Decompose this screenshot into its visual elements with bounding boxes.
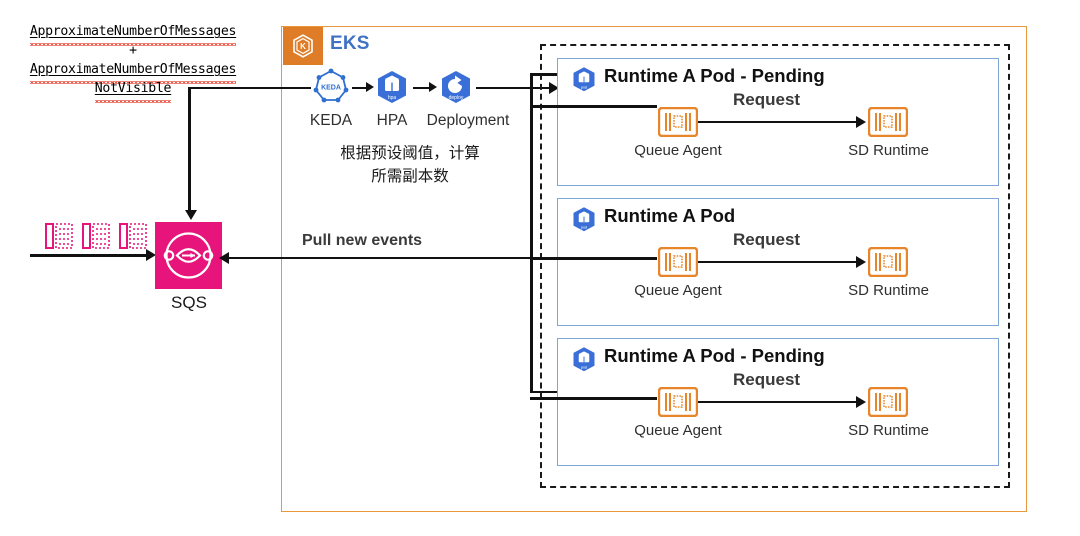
request-label: Request [733, 230, 801, 249]
queue-agent-label: Queue Agent [634, 142, 722, 159]
kubernetes-pod-icon: pod [569, 345, 599, 375]
queue-agent-label: Queue Agent [634, 422, 722, 439]
metric-line-2: ApproximateNumberOfMessages [29, 62, 237, 84]
sd-runtime-label: SD Runtime [848, 142, 929, 159]
pod-internal-request-line [698, 120, 860, 124]
svg-text:deploy: deploy [449, 95, 464, 101]
svg-text:pod: pod [581, 225, 587, 229]
keda-hexagon-icon: KEDA [311, 68, 351, 108]
pod-internal-request-arrowhead [856, 395, 866, 408]
inbound-to-pod-3-line [530, 397, 657, 400]
pull-new-events-arrowhead [219, 251, 229, 264]
trunk-to-pod-1-line [530, 73, 570, 76]
queue-agent-container-icon [657, 246, 699, 278]
scaling-note-line2: 所需副本数 [371, 167, 449, 185]
eks-hexagon-k-icon: K [293, 34, 313, 58]
request-label: Request [733, 90, 801, 109]
message-icon [82, 222, 110, 252]
request-label: Request [733, 370, 801, 389]
metric-line-1: ApproximateNumberOfMessages [29, 24, 237, 46]
deployment-to-pod-arrowhead [549, 81, 559, 94]
deployment-label: Deployment [426, 112, 510, 129]
sd-runtime-label: SD Runtime [848, 282, 929, 299]
svg-text:KEDA: KEDA [321, 85, 341, 92]
hpa-to-deployment-line [413, 86, 432, 90]
queue-agent-label: Queue Agent [634, 282, 722, 299]
svg-text:hpa: hpa [388, 95, 397, 101]
keda-label: KEDA [309, 112, 353, 129]
sd-runtime-container-icon [867, 106, 909, 138]
pod-box[interactable]: pod Runtime A Pod Request [557, 198, 999, 326]
pod-title: Runtime A Pod [604, 205, 736, 226]
hpa-label: HPA [376, 112, 408, 129]
svg-text:K: K [300, 42, 306, 51]
pod-group-boundary [540, 44, 1010, 488]
pod-box[interactable]: pod Runtime A Pod - Pending Request [557, 338, 999, 466]
sd-runtime-container-icon [867, 246, 909, 278]
pod-internal-request-line [698, 260, 860, 264]
pod-title: Runtime A Pod - Pending [604, 65, 825, 86]
pod-internal-request-arrowhead [856, 115, 866, 128]
hpa-to-deployment-arrowhead [429, 81, 437, 92]
svg-text:pod: pod [581, 365, 587, 369]
sqs-queue-icon [155, 222, 222, 289]
sd-runtime-container-icon [867, 386, 909, 418]
pod-title: Runtime A Pod - Pending [604, 345, 825, 366]
queue-agent-container-icon [657, 106, 699, 138]
deployment-kubernetes-hexagon-icon: deploy [436, 68, 476, 108]
metric-line-3: NotVisible [94, 81, 172, 103]
scaling-note-line1: 根据预设阈值，计算 [340, 144, 480, 162]
inbound-to-pod-2-line [530, 257, 657, 260]
queue-agent-container-icon [657, 386, 699, 418]
sqs-metric-label: ApproximateNumberOfMessages + Approximat… [8, 22, 258, 103]
pull-new-events-label: Pull new events [302, 232, 423, 249]
kubernetes-pod-icon: pod [569, 65, 599, 95]
scaling-note: 根据预设阈值，计算 所需副本数 [300, 142, 520, 188]
keda-to-sqs-arrowhead [184, 210, 197, 220]
keda-to-sqs-horizontal [188, 86, 311, 90]
messages-to-sqs-arrowhead [146, 249, 156, 261]
pull-new-events-line [226, 256, 532, 260]
keda-to-hpa-line [352, 86, 368, 90]
message-icon [119, 222, 147, 252]
pod-box[interactable]: pod Runtime A Pod - Pending Request [557, 58, 999, 186]
deployment-to-pod-line [476, 86, 552, 90]
keda-to-hpa-arrowhead [366, 81, 374, 92]
message-icon [45, 222, 73, 252]
pod-internal-request-line [698, 400, 860, 404]
sqs-label: SQS [171, 293, 207, 312]
inbound-to-pod-1-line [530, 105, 657, 108]
kubernetes-pod-icon: pod [569, 205, 599, 235]
eks-badge-icon: K [283, 27, 323, 65]
sd-runtime-label: SD Runtime [848, 422, 929, 439]
keda-to-sqs-vertical [188, 86, 191, 213]
trunk-to-pod-3-line [530, 390, 570, 394]
pods-trunk-line [530, 73, 533, 393]
svg-text:pod: pod [581, 85, 587, 89]
eks-title: EKS [330, 33, 370, 54]
metric-operator: + [129, 43, 137, 58]
pod-internal-request-arrowhead [856, 255, 866, 268]
hpa-kubernetes-hexagon-icon: hpa [372, 68, 412, 108]
messages-to-sqs-line [30, 254, 152, 257]
